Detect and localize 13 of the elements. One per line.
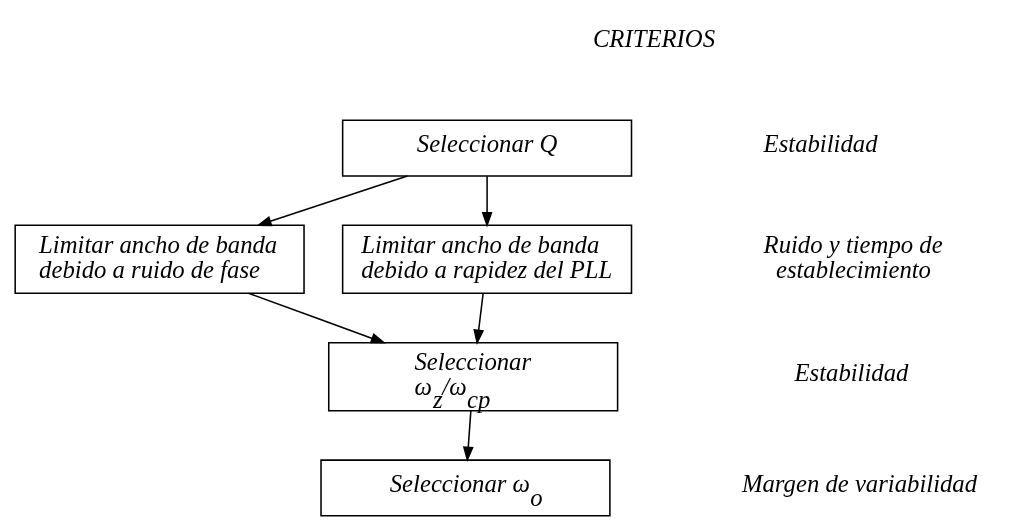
node-box: Limitar ancho de banda debido a rapidez del PLL xyxy=(341,224,632,295)
label: Estabilidad xyxy=(793,359,908,387)
label: Ruido y tiempo de establecimiento xyxy=(763,230,943,283)
arrow xyxy=(472,292,484,345)
label: Estabilidad xyxy=(763,130,877,158)
arrow xyxy=(255,175,408,227)
label: Margen de variabilidad xyxy=(741,470,977,498)
arrow xyxy=(481,175,492,228)
node-box: Limitar ancho de banda debido a ruido de fase xyxy=(13,224,305,295)
arrow xyxy=(247,292,386,344)
node-box: Seleccionar Q xyxy=(341,119,632,177)
arrow xyxy=(462,409,474,463)
label: CRITERIOS xyxy=(592,25,715,53)
